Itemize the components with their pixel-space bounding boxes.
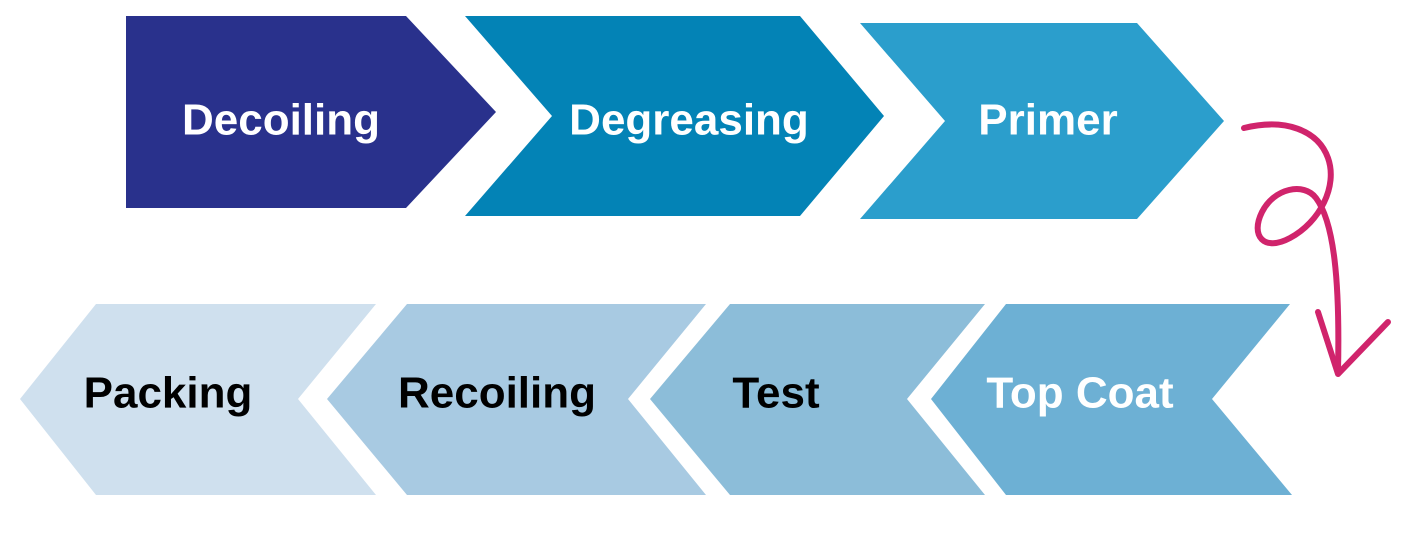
step-degreasing-shape [465, 16, 884, 216]
arrowhead-icon [1315, 309, 1391, 377]
connector-curl [1241, 121, 1342, 375]
step-primer: Primer [860, 23, 1224, 219]
step-recoiling-shape [327, 304, 706, 495]
step-packing-label: Packing [84, 369, 253, 418]
step-decoiling-shape [126, 16, 496, 208]
step-primer-shape [860, 23, 1224, 219]
step-recoiling-label: Recoiling [398, 369, 596, 418]
step-recoiling: Recoiling [327, 304, 706, 495]
step-top-coat: Top Coat [931, 304, 1292, 495]
step-primer-label: Primer [978, 96, 1117, 145]
step-decoiling: Decoiling [126, 16, 496, 208]
step-decoiling-label: Decoiling [182, 96, 380, 145]
step-packing-shape [20, 304, 376, 495]
step-top-coat-label: Top Coat [986, 369, 1174, 418]
step-degreasing: Degreasing [465, 16, 884, 216]
step-test-shape [650, 304, 985, 495]
step-packing: Packing [20, 304, 376, 495]
curly-arrow-down-icon [1241, 121, 1391, 377]
step-test-label: Test [732, 369, 820, 418]
step-degreasing-label: Degreasing [569, 96, 809, 145]
step-test: Test [650, 304, 985, 495]
step-top-coat-shape [931, 304, 1292, 495]
